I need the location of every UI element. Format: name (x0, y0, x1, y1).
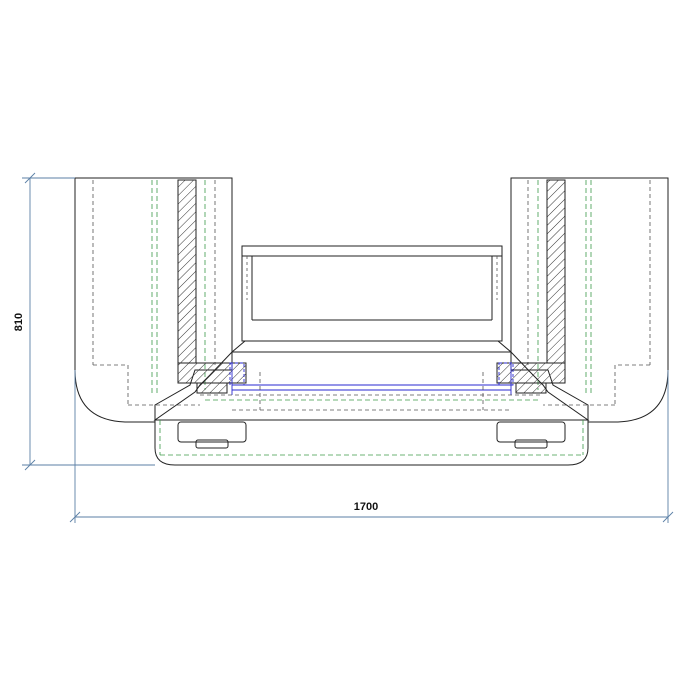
right-hatched-foot (515, 382, 547, 394)
right-tower-green-lines (537, 180, 592, 395)
right-hatched-wall (546, 179, 566, 364)
left-hatched-foot (196, 382, 228, 394)
width-dimension-label: 1700 (354, 501, 378, 513)
left-tower-hidden-lines (92, 180, 216, 406)
central-hidden-lines (200, 372, 543, 411)
left-foot-pad (177, 421, 247, 449)
roller-body (241, 245, 503, 342)
center-roller (241, 245, 503, 342)
height-dimension-label: 810 (13, 313, 25, 331)
blue-hidden-lines (229, 362, 514, 395)
right-foot-pad (496, 421, 566, 449)
base-outline (154, 420, 589, 466)
height-dimension (22, 172, 155, 471)
left-tower-green-lines (151, 180, 206, 395)
bottom-base (154, 420, 589, 466)
roller-end-details (246, 256, 498, 300)
width-dimension (69, 370, 674, 523)
base-green-lines (159, 399, 584, 456)
left-hatched-wall (177, 179, 197, 364)
right-tower-hidden-lines (527, 180, 651, 406)
